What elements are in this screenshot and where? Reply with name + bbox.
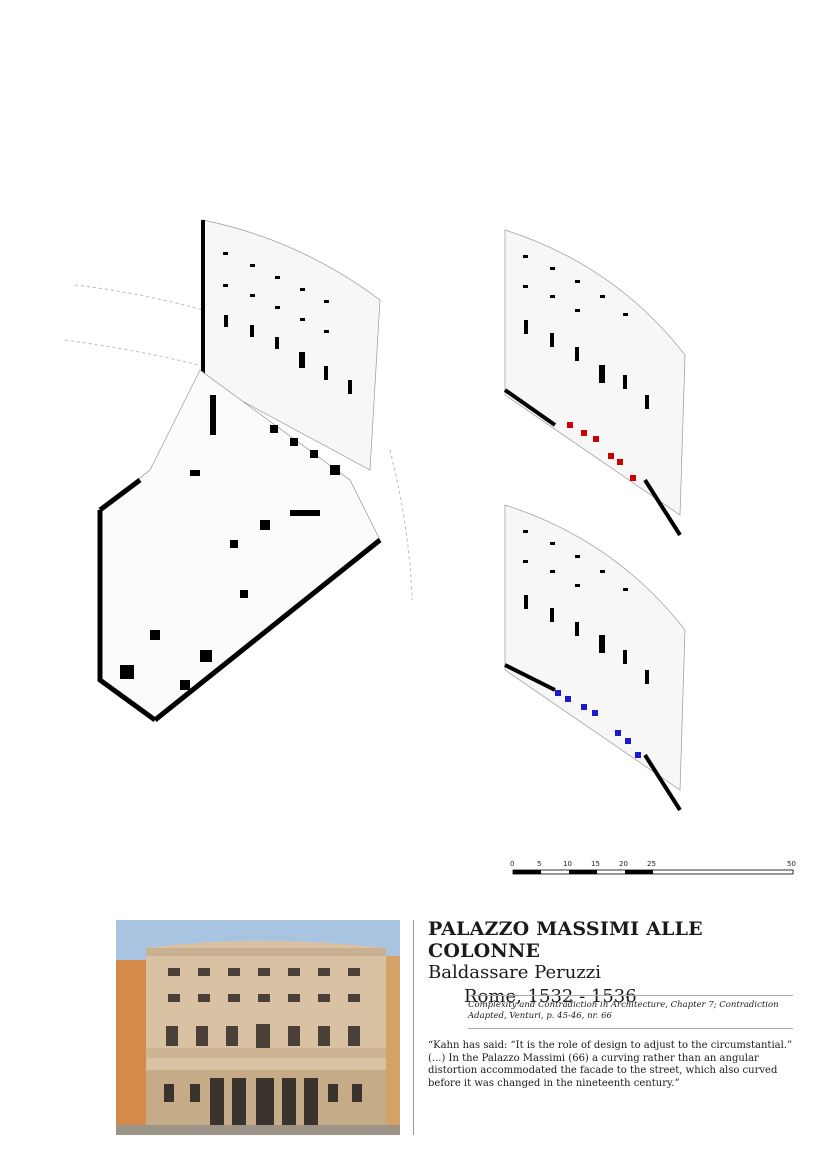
vertical-divider bbox=[413, 920, 414, 1135]
highlight-blue-columns bbox=[555, 690, 641, 758]
highlight-red-columns bbox=[567, 422, 636, 481]
axonometric-drawing bbox=[64, 219, 413, 723]
building-name: PALAZZO MASSIMI ALLE COLONNE bbox=[428, 918, 703, 962]
scale-label-25: 25 bbox=[647, 860, 656, 868]
scale-bar: 0 5 10 15 20 25 50 bbox=[510, 860, 796, 875]
title-block: PALAZZO MASSIMI ALLE COLONNE Baldassare … bbox=[428, 918, 808, 1010]
facade-elevation-blue bbox=[504, 504, 686, 812]
scale-label-15: 15 bbox=[591, 860, 600, 868]
source-citation: Complexity and Contradiction in Architec… bbox=[468, 1000, 779, 1021]
palazzo-photo bbox=[116, 920, 400, 1135]
divider-bottom bbox=[468, 1028, 793, 1029]
place-date: Rome, 1532 - 1536 bbox=[464, 986, 637, 1007]
scale-label-10: 10 bbox=[563, 860, 572, 868]
quote-text: “Kahn has said: “It is the role of desig… bbox=[428, 1040, 793, 1089]
scale-label-20: 20 bbox=[619, 860, 628, 868]
divider-top bbox=[468, 995, 793, 996]
scale-label-50: 50 bbox=[787, 860, 796, 868]
scale-label-5: 5 bbox=[537, 860, 541, 868]
facade-elevation-red bbox=[503, 229, 686, 537]
architect-name: Baldassare Peruzzi bbox=[428, 962, 602, 983]
scale-label-0: 0 bbox=[510, 860, 514, 868]
